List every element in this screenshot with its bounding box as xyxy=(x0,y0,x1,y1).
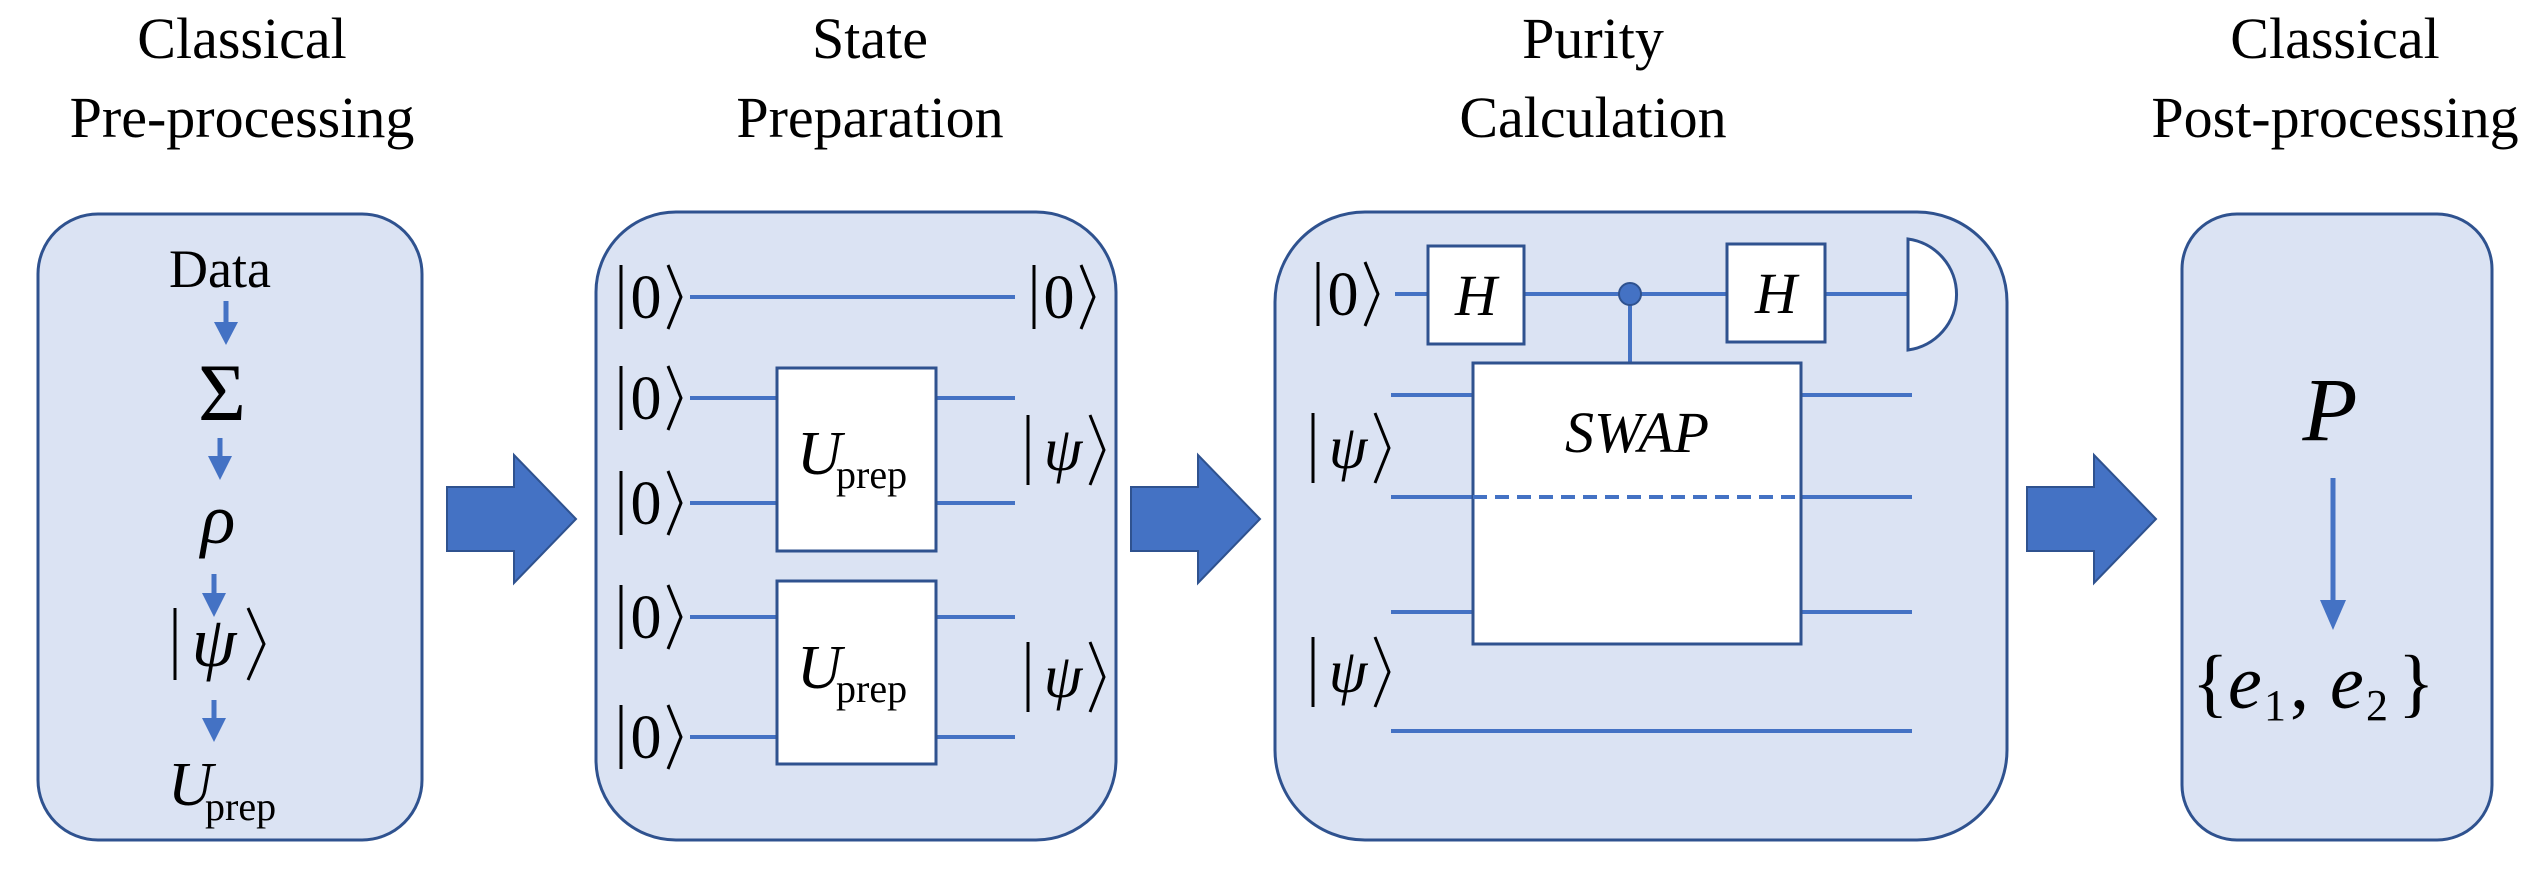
heading-purity-line1: Purity xyxy=(1522,6,1664,71)
sp-ket-in-4-label: 0 xyxy=(631,584,662,652)
sp-u-sub-1: prep xyxy=(836,452,907,497)
u-prep-pre: U prep xyxy=(168,751,276,829)
set-close-brace: } xyxy=(2398,641,2434,725)
heading-state-prep-line1: State xyxy=(812,6,928,71)
heading-postprocessing-line1: Classical xyxy=(2230,6,2439,71)
heading-postprocessing: Classical Post-processing xyxy=(2151,6,2518,150)
sp-ket-out-psi-2-label: ψ xyxy=(1044,643,1084,711)
rho-symbol: ρ xyxy=(199,479,236,559)
sp-u-symbol-2: U xyxy=(797,634,846,702)
e-subscript-1: 1 xyxy=(2264,681,2286,730)
down-arrow-4 xyxy=(202,700,226,742)
pc-hadamard-label-2: H xyxy=(1754,261,1800,326)
post-down-arrow xyxy=(2320,478,2346,630)
psi-ket-pre: ψ xyxy=(173,602,266,682)
sp-u-prep-box-1 xyxy=(775,366,938,553)
sp-u-sub-2: prep xyxy=(836,666,907,711)
sp-ket-out-top: 0 xyxy=(1032,264,1096,332)
heading-state-prep-line2: Preparation xyxy=(736,85,1003,150)
flow-arrow-2 xyxy=(1130,452,1262,586)
u-sub-pre: prep xyxy=(205,784,276,829)
pc-swap-box xyxy=(1471,361,1803,646)
heading-state-prep: State Preparation xyxy=(736,6,1003,150)
e-symbol-1: e xyxy=(2228,641,2262,725)
sp-ket-in-3: 0 xyxy=(619,470,683,538)
sp-ket-in-2-label: 0 xyxy=(631,365,662,433)
purity-p-symbol: P xyxy=(2302,361,2358,460)
preprocessing-panel xyxy=(36,212,424,842)
sp-ket-in-3-label: 0 xyxy=(631,470,662,538)
set-open-brace: { xyxy=(2192,641,2228,725)
sp-u-prep-box-2 xyxy=(775,579,938,766)
pc-control-dot xyxy=(1618,282,1642,306)
e-symbol-2: e xyxy=(2330,641,2364,725)
sp-ket-in-1: 0 xyxy=(619,264,683,332)
flow-arrow-3 xyxy=(2026,452,2158,586)
heading-preprocessing-line2: Pre-processing xyxy=(70,85,415,150)
pc-swap-label: SWAP xyxy=(1565,400,1709,465)
postprocessing-panel xyxy=(2180,212,2494,842)
pc-swap-gate: SWAP xyxy=(1471,361,1803,646)
data-label: Data xyxy=(169,239,271,299)
pc-ket-psi-1: ψ xyxy=(1311,412,1391,484)
down-arrow-1 xyxy=(214,301,238,345)
sp-ket-out-top-label: 0 xyxy=(1044,264,1075,332)
sp-ket-in-5-label: 0 xyxy=(631,704,662,772)
down-arrow-3 xyxy=(202,574,226,617)
sp-u-prep-gate-1: U prep xyxy=(775,366,938,553)
u-symbol-pre: U xyxy=(168,751,217,819)
eigenvalue-set: { e 1 , e 2 } xyxy=(2192,641,2434,730)
sp-u-symbol-1: U xyxy=(797,420,846,488)
heading-purity-line2: Calculation xyxy=(1459,85,1726,150)
psi-symbol-pre: ψ xyxy=(192,602,238,682)
flow-arrow-1 xyxy=(446,452,578,586)
pc-hadamard-gate-1: H xyxy=(1426,244,1526,346)
pc-ket-ancilla-label: 0 xyxy=(1328,261,1359,329)
sp-ket-in-4: 0 xyxy=(619,584,683,652)
sigma-symbol: Σ xyxy=(198,347,246,438)
sp-ket-in-1-label: 0 xyxy=(631,264,662,332)
set-comma: , xyxy=(2290,641,2309,725)
sp-ket-out-psi-1-label: ψ xyxy=(1044,416,1084,484)
pc-hadamard-gate-2: H xyxy=(1725,242,1827,344)
heading-purity: Purity Calculation xyxy=(1459,6,1726,150)
pc-ket-psi-2: ψ xyxy=(1311,636,1391,708)
e-subscript-2: 2 xyxy=(2366,681,2388,730)
pc-hadamard-box-1 xyxy=(1426,244,1526,346)
pc-ket-psi-1-label: ψ xyxy=(1329,414,1369,482)
down-arrow-2 xyxy=(208,438,232,480)
heading-preprocessing: Classical Pre-processing xyxy=(70,6,415,150)
sp-ket-out-psi-1: ψ xyxy=(1026,414,1106,486)
heading-preprocessing-line1: Classical xyxy=(137,6,346,71)
sp-ket-in-2: 0 xyxy=(619,365,683,433)
pc-hadamard-box-2 xyxy=(1725,242,1827,344)
sp-ket-in-5: 0 xyxy=(619,704,683,772)
pc-measurement-icon xyxy=(1906,237,1959,352)
sp-u-prep-gate-2: U prep xyxy=(775,579,938,766)
sp-ket-out-psi-2: ψ xyxy=(1026,641,1106,713)
heading-postprocessing-line2: Post-processing xyxy=(2151,85,2518,150)
pc-hadamard-label-1: H xyxy=(1454,263,1500,328)
pc-ket-psi-2-label: ψ xyxy=(1329,638,1369,706)
pc-ket-ancilla: 0 xyxy=(1316,261,1380,329)
